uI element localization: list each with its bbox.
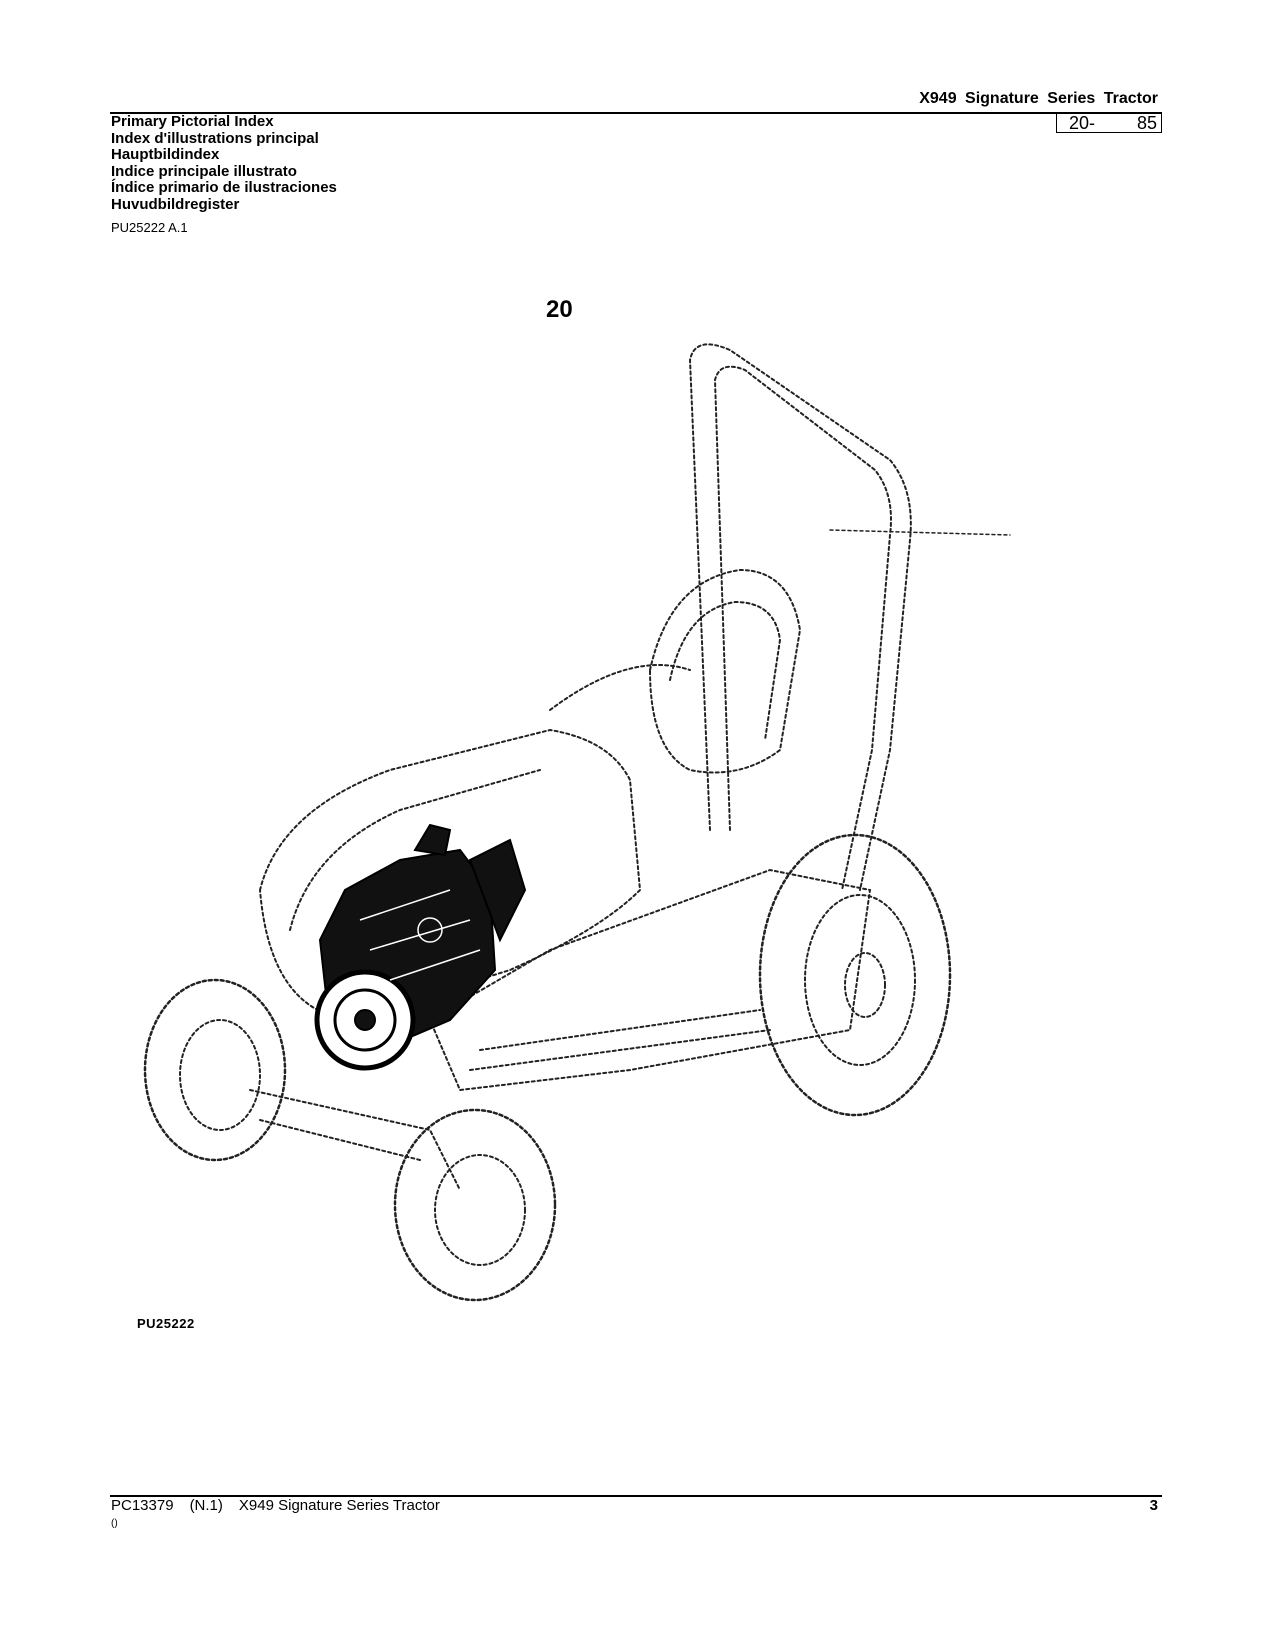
title-german: Hauptbildindex — [111, 146, 220, 163]
header-rule — [110, 112, 1162, 114]
title-swedish: Huvudbildregister — [111, 195, 240, 213]
title-french: Index d'illustrations principal — [111, 129, 319, 147]
page-number-box: 20- 85 — [1056, 113, 1162, 133]
footer-revision: (N.1) — [189, 1497, 223, 1514]
index-titles: Primary Pictorial Index Index d'illustra… — [111, 113, 337, 213]
footer-sub: () — [111, 1518, 118, 1529]
footer-doc-number: PC13379 — [111, 1497, 174, 1514]
header-title: X949 Signature Series Tractor — [919, 90, 1158, 107]
footer-page-number: 3 — [1149, 1497, 1158, 1514]
footer-doc-info: PC13379 (N.1) X949 Signature Series Tracto… — [111, 1497, 456, 1514]
section-number: 20- — [1069, 113, 1096, 133]
title-spanish: Índice primario de ilustraciones — [111, 179, 337, 196]
footer-rule — [110, 1495, 1162, 1497]
title-italian: Indice principale illustrato — [111, 162, 297, 180]
figure-code: PU25222 — [137, 1316, 195, 1331]
section-label: 20 — [546, 296, 573, 323]
footer-model: X949 Signature Series Tractor — [238, 1497, 440, 1514]
reference-code: PU25222 A.1 — [111, 220, 188, 235]
title-english: Primary Pictorial Index — [111, 113, 274, 130]
tractor-illustration — [143, 343, 1011, 1302]
page-number: 85 — [1136, 113, 1157, 133]
